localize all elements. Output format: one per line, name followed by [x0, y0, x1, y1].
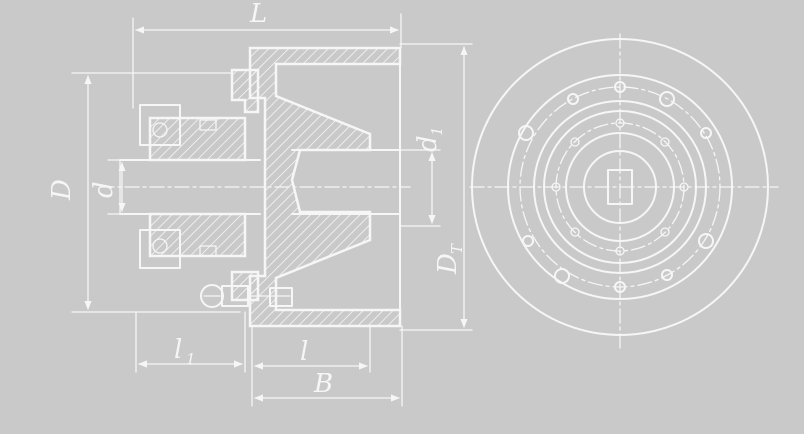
- bearing-lower: [139, 229, 181, 269]
- bolt-assembly: [200, 284, 293, 308]
- pin-lower: [199, 245, 217, 257]
- label-B: B: [313, 369, 333, 399]
- label-d1: d 1: [413, 126, 446, 152]
- ring-4: [543, 110, 697, 264]
- drum-shell: [248, 46, 402, 328]
- svg-text:T: T: [448, 243, 466, 254]
- label-l1: l 1: [174, 335, 196, 368]
- label-l: l: [300, 337, 308, 367]
- end-view: [469, 33, 779, 351]
- svg-text:D: D: [433, 253, 463, 275]
- hub-circle: [565, 132, 675, 242]
- svg-text:d: d: [413, 135, 443, 152]
- bolt-circle: [519, 86, 721, 288]
- left-hub-lower: [148, 212, 247, 258]
- dimension-labels: L D d d 1 D T l 1 l B: [47, 0, 466, 399]
- svg-text:l: l: [174, 335, 182, 365]
- pin-upper: [199, 119, 217, 131]
- bearing-upper: [139, 104, 181, 146]
- ring-3: [533, 100, 707, 274]
- label-DT: D T: [433, 243, 466, 275]
- dimensions: [71, 13, 473, 407]
- bore-circle: [583, 150, 657, 224]
- keyway: [607, 169, 633, 205]
- bolt-holes: [518, 81, 714, 293]
- svg-text:1: 1: [186, 350, 196, 368]
- svg-text:1: 1: [428, 126, 446, 136]
- ball-upper: [152, 122, 168, 138]
- label-D: D: [47, 179, 77, 201]
- label-L: L: [249, 0, 267, 29]
- outer-rim: [471, 38, 769, 336]
- drum-bore: [291, 149, 401, 215]
- section-view: [99, 46, 411, 328]
- ball-lower: [152, 238, 168, 254]
- inner-pitch: [555, 122, 685, 252]
- inner-holes: [551, 118, 689, 256]
- bolt-nut-right: [269, 287, 293, 307]
- shaft-outline: [119, 159, 261, 215]
- label-d: d: [89, 181, 119, 198]
- ring-2: [507, 74, 733, 300]
